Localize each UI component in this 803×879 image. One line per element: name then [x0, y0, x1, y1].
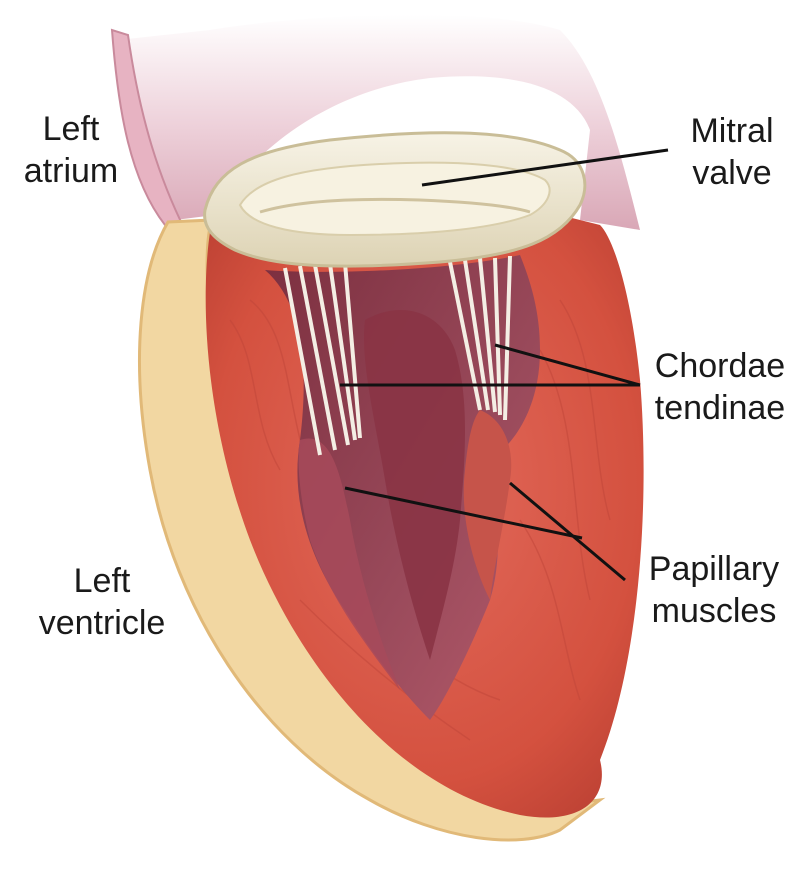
label-left-ventricle-line2: ventricle [22, 602, 182, 644]
label-chordae-tendinae: Chordae tendinae [640, 345, 800, 429]
label-papillary-muscles-line2: muscles [628, 590, 800, 632]
label-mitral-valve-line1: Mitral [672, 110, 792, 152]
label-left-atrium-line1: Left [8, 108, 134, 150]
label-chordae-tendinae-line2: tendinae [640, 387, 800, 429]
label-mitral-valve: Mitral valve [672, 110, 792, 194]
label-left-ventricle-line1: Left [22, 560, 182, 602]
label-papillary-muscles: Papillary muscles [628, 548, 800, 632]
label-chordae-tendinae-line1: Chordae [640, 345, 800, 387]
label-mitral-valve-line2: valve [672, 152, 792, 194]
label-left-atrium: Left atrium [8, 108, 134, 192]
label-left-atrium-line2: atrium [8, 150, 134, 192]
label-papillary-muscles-line1: Papillary [628, 548, 800, 590]
label-left-ventricle: Left ventricle [22, 560, 182, 644]
